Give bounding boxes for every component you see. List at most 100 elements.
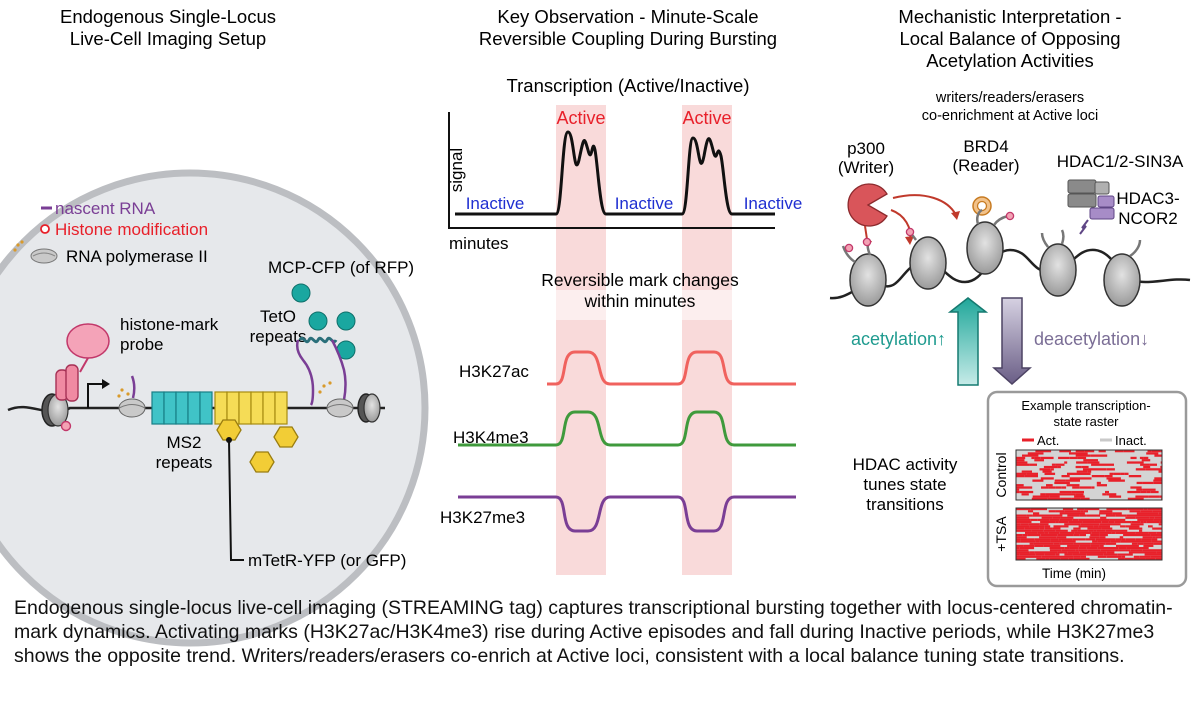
- raster-segment: [1114, 521, 1132, 524]
- raster-segment: [1016, 475, 1025, 478]
- raster-segment: [1034, 538, 1051, 541]
- raster-segment: [1084, 508, 1100, 511]
- raster-segment: [1077, 456, 1087, 460]
- raster-legend-act: Act.: [1037, 433, 1059, 448]
- raster-segment: [1079, 534, 1086, 537]
- raster-segment: [1030, 508, 1047, 511]
- raster-segment: [1048, 486, 1056, 489]
- raster-segment: [1074, 495, 1081, 498]
- raster-segment: [1106, 508, 1122, 511]
- raster-segment: [1091, 468, 1107, 471]
- raster-segment: [1061, 493, 1076, 496]
- raster-segment: [1143, 514, 1156, 517]
- raster-segment: [1130, 523, 1144, 526]
- raster-segment: [1109, 472, 1114, 475]
- histone-mod-icon: [40, 224, 50, 234]
- trace-axes: [448, 112, 775, 229]
- raster-segment: [1093, 525, 1099, 528]
- raster-segment: [1016, 472, 1027, 475]
- raster-segment: [1020, 540, 1025, 543]
- deacetylation-label: deacetylation↓: [1034, 329, 1149, 349]
- raster-segment: [1069, 512, 1085, 515]
- raster-segment: [1153, 542, 1162, 545]
- raster-segment: [1049, 557, 1057, 560]
- raster-segment: [1108, 479, 1125, 482]
- raster-segment: [1032, 495, 1050, 498]
- raster-segment: [1044, 553, 1056, 556]
- raster-segment: [1072, 553, 1087, 556]
- raster-segment: [1153, 518, 1162, 521]
- mtetr-leader-dot: [226, 437, 232, 443]
- raster-segment: [1019, 547, 1035, 550]
- raster-segment: [1058, 538, 1073, 541]
- raster-segment: [1043, 465, 1058, 469]
- marks-title-line2: within minutes: [584, 291, 696, 311]
- raster-segment: [1075, 465, 1082, 469]
- brd4-label-line2: (Reader): [952, 156, 1019, 175]
- mark-label-h3k4me3: H3K4me3: [453, 428, 529, 447]
- raster-segment: [1108, 521, 1115, 524]
- raster-segment: [1039, 468, 1051, 471]
- raster-segment: [1141, 538, 1152, 541]
- raster-segment: [1064, 553, 1073, 556]
- raster-segment: [1115, 549, 1131, 552]
- raster-segment: [1136, 547, 1149, 550]
- raster-segment: [1097, 555, 1107, 558]
- raster-xlabel: Time (min): [1042, 566, 1106, 581]
- raster-segment: [1153, 481, 1162, 485]
- raster-segment: [1055, 521, 1059, 524]
- raster-segment: [1049, 547, 1065, 550]
- mtetr-label: mTetR-YFP (or GFP): [248, 551, 406, 570]
- raster-segment: [1097, 540, 1111, 543]
- mcp-cfp-particles: [291, 283, 356, 406]
- raster-segment: [1083, 472, 1088, 475]
- raster-segment: [1152, 527, 1162, 530]
- raster-segment: [1066, 484, 1080, 487]
- raster-segment: [1106, 468, 1112, 471]
- raster-segment: [1133, 555, 1140, 558]
- raster-segment: [1101, 527, 1113, 530]
- raster-segment: [1026, 472, 1038, 475]
- raster-segment: [1075, 450, 1085, 453]
- raster-segment: [1102, 493, 1107, 496]
- raster-segment: [1120, 525, 1126, 528]
- panel-mechanism: Mechanistic Interpretation - Local Balan…: [829, 6, 1191, 588]
- raster-segment: [1058, 456, 1070, 460]
- raster-segment: [1087, 547, 1098, 550]
- raster-segment: [1019, 553, 1030, 556]
- raster-segment: [1148, 495, 1160, 498]
- raster-segment: [1116, 544, 1133, 547]
- hdac-text-line1: HDAC activity: [853, 455, 958, 474]
- mark-trace-h3k27me3: [458, 495, 796, 533]
- raster-segment: [1050, 538, 1059, 541]
- raster-segment: [1034, 456, 1041, 460]
- raster-segment: [1031, 497, 1047, 500]
- raster-segment: [1136, 481, 1143, 485]
- raster-segment: [1097, 553, 1104, 556]
- raster-segment: [1149, 516, 1155, 519]
- raster-segment: [1057, 465, 1061, 469]
- raster-segment: [1131, 521, 1141, 524]
- raster-segment: [1029, 553, 1036, 556]
- raster-segment: [1055, 463, 1065, 466]
- figure-caption: Endogenous single-locus live-cell imagin…: [14, 597, 1173, 667]
- raster-segment: [1137, 518, 1154, 521]
- raster-segment: [1155, 536, 1162, 539]
- raster-segment: [1128, 527, 1143, 530]
- raster-segment: [1088, 529, 1094, 532]
- raster-segment: [1099, 523, 1111, 526]
- raster-segment: [1126, 461, 1144, 464]
- panel3-title-line2: Local Balance of Opposing: [899, 28, 1120, 49]
- probe-label-line1: histone-mark: [120, 315, 219, 334]
- raster-segment: [1064, 547, 1070, 550]
- raster-segment: [1039, 523, 1049, 526]
- raster-segment: [1061, 540, 1076, 543]
- raster-segment: [1150, 555, 1162, 558]
- raster-segment: [1044, 527, 1053, 530]
- raster-segment: [1022, 454, 1039, 457]
- inactive-label-2: Inactive: [615, 194, 674, 213]
- raster-segment: [1143, 542, 1154, 545]
- panel1-legend: nascent RNA Histone modification RNA pol…: [13, 199, 208, 266]
- raster-segment: [1127, 508, 1144, 511]
